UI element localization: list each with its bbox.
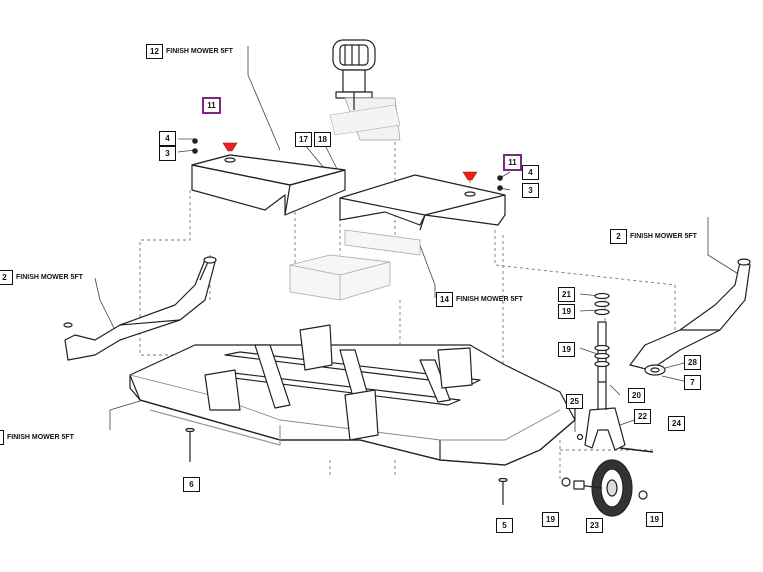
callout-label: FINISH MOWER 5FT <box>16 274 83 281</box>
callout-number: 19 <box>646 512 663 527</box>
callout-3-left[interactable]: 3 <box>159 146 176 161</box>
left-lift-arm <box>63 256 217 361</box>
callout-17[interactable]: 17 <box>295 132 312 147</box>
callout-18[interactable]: 18 <box>314 132 331 147</box>
callout-25[interactable]: 25 <box>566 394 583 409</box>
callout-3-right[interactable]: 3 <box>522 183 539 198</box>
callout-number: 25 <box>566 394 583 409</box>
callout-number: 24 <box>668 416 685 431</box>
callout-6[interactable]: 6 <box>183 477 200 492</box>
callout-19-b[interactable]: 19 <box>558 342 575 357</box>
callout-2-left[interactable]: 2 FINISH MOWER 5FT <box>0 270 83 285</box>
center-bracket <box>289 229 421 301</box>
castor-spindle <box>584 292 626 451</box>
callout-number: 11 <box>503 154 522 171</box>
red-caps <box>222 142 478 181</box>
callout-number: 18 <box>314 132 331 147</box>
callout-22[interactable]: 22 <box>634 409 651 424</box>
bolts <box>185 138 654 505</box>
callout-24[interactable]: 24 <box>668 416 685 431</box>
callout-2-right[interactable]: 2 FINISH MOWER 5FT <box>610 229 697 244</box>
callout-number: 5 <box>496 518 513 533</box>
callout-11-right[interactable]: 11 <box>503 154 522 171</box>
callout-number: 17 <box>295 132 312 147</box>
callout-11-left[interactable]: 11 <box>202 97 221 114</box>
callout-label: FINISH MOWER 5FT <box>166 48 233 55</box>
callout-19-c[interactable]: 19 <box>542 512 559 527</box>
callout-number: 12 <box>146 44 163 59</box>
callout-7[interactable]: 7 <box>684 375 701 390</box>
callout-number: 6 <box>183 477 200 492</box>
callout-number: 14 <box>436 292 453 307</box>
callout-number: 21 <box>558 287 575 302</box>
callout-number: 22 <box>634 409 651 424</box>
right-shield <box>339 174 506 231</box>
callout-number: 4 <box>522 165 539 180</box>
callout-1[interactable]: FINISH MOWER 5FT <box>0 430 74 445</box>
callout-number: 19 <box>558 304 575 319</box>
callout-number: 2 <box>0 270 13 285</box>
callout-28[interactable]: 28 <box>684 355 701 370</box>
callout-number: 11 <box>202 97 221 114</box>
callout-5[interactable]: 5 <box>496 518 513 533</box>
castor-wheel <box>561 459 648 517</box>
callout-label: FINISH MOWER 5FT <box>456 296 523 303</box>
callout-label: FINISH MOWER 5FT <box>7 434 74 441</box>
right-lift-arm <box>629 258 751 376</box>
callout-number: 19 <box>542 512 559 527</box>
callout-number: 20 <box>628 388 645 403</box>
callout-19-d[interactable]: 19 <box>646 512 663 527</box>
callout-23[interactable]: 23 <box>586 518 603 533</box>
callout-4-left[interactable]: 4 <box>159 131 176 146</box>
callout-number: 28 <box>684 355 701 370</box>
callout-number: 3 <box>522 183 539 198</box>
callout-14[interactable]: 14 FINISH MOWER 5FT <box>436 292 523 307</box>
callout-12[interactable]: 12 FINISH MOWER 5FT <box>146 44 233 59</box>
callout-21[interactable]: 21 <box>558 287 575 302</box>
callout-19-a[interactable]: 19 <box>558 304 575 319</box>
callout-20[interactable]: 20 <box>628 388 645 403</box>
callout-number: 4 <box>159 131 176 146</box>
callout-number: 19 <box>558 342 575 357</box>
callout-number-clipped <box>0 430 4 445</box>
left-shield <box>191 154 346 216</box>
callout-number: 23 <box>586 518 603 533</box>
callout-4-right[interactable]: 4 <box>522 165 539 180</box>
mower-deck <box>129 324 576 466</box>
callout-label: FINISH MOWER 5FT <box>630 233 697 240</box>
callout-number: 3 <box>159 146 176 161</box>
callout-number: 7 <box>684 375 701 390</box>
callout-number: 2 <box>610 229 627 244</box>
gearbox <box>329 39 401 141</box>
